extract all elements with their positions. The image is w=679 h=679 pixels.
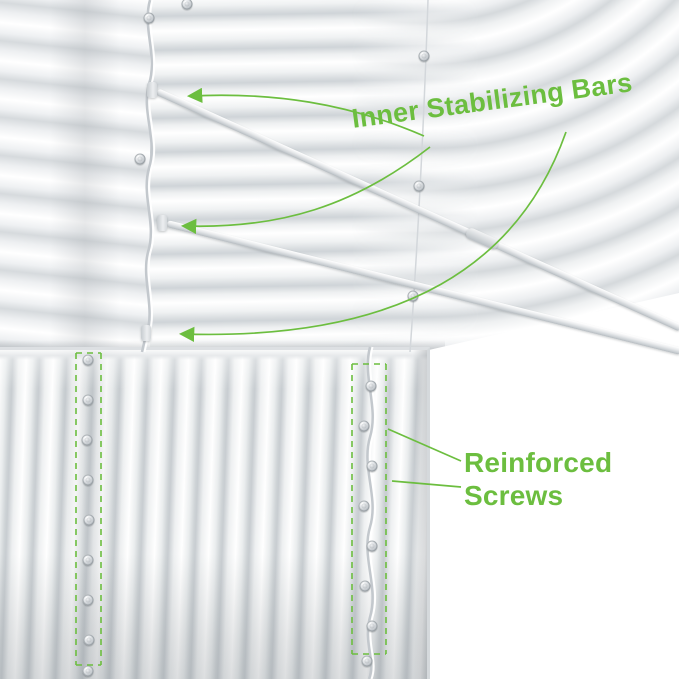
bed-interior-photo <box>0 0 679 352</box>
corrugated-panel-left-corner <box>0 0 150 352</box>
bed-wall-photo <box>0 347 430 679</box>
panel-edge-shadow <box>413 350 427 679</box>
panel-top-lip <box>0 350 427 360</box>
label-reinforced-screws-line1: Reinforced <box>464 447 613 478</box>
label-reinforced-screws-line2: Screws <box>464 480 564 511</box>
panel-light-shading <box>0 350 427 679</box>
panel-corner-shading <box>50 0 120 352</box>
label-reinforced-screws: Reinforced Screws <box>464 446 612 512</box>
corrugated-panel-curved-corner <box>350 0 679 352</box>
